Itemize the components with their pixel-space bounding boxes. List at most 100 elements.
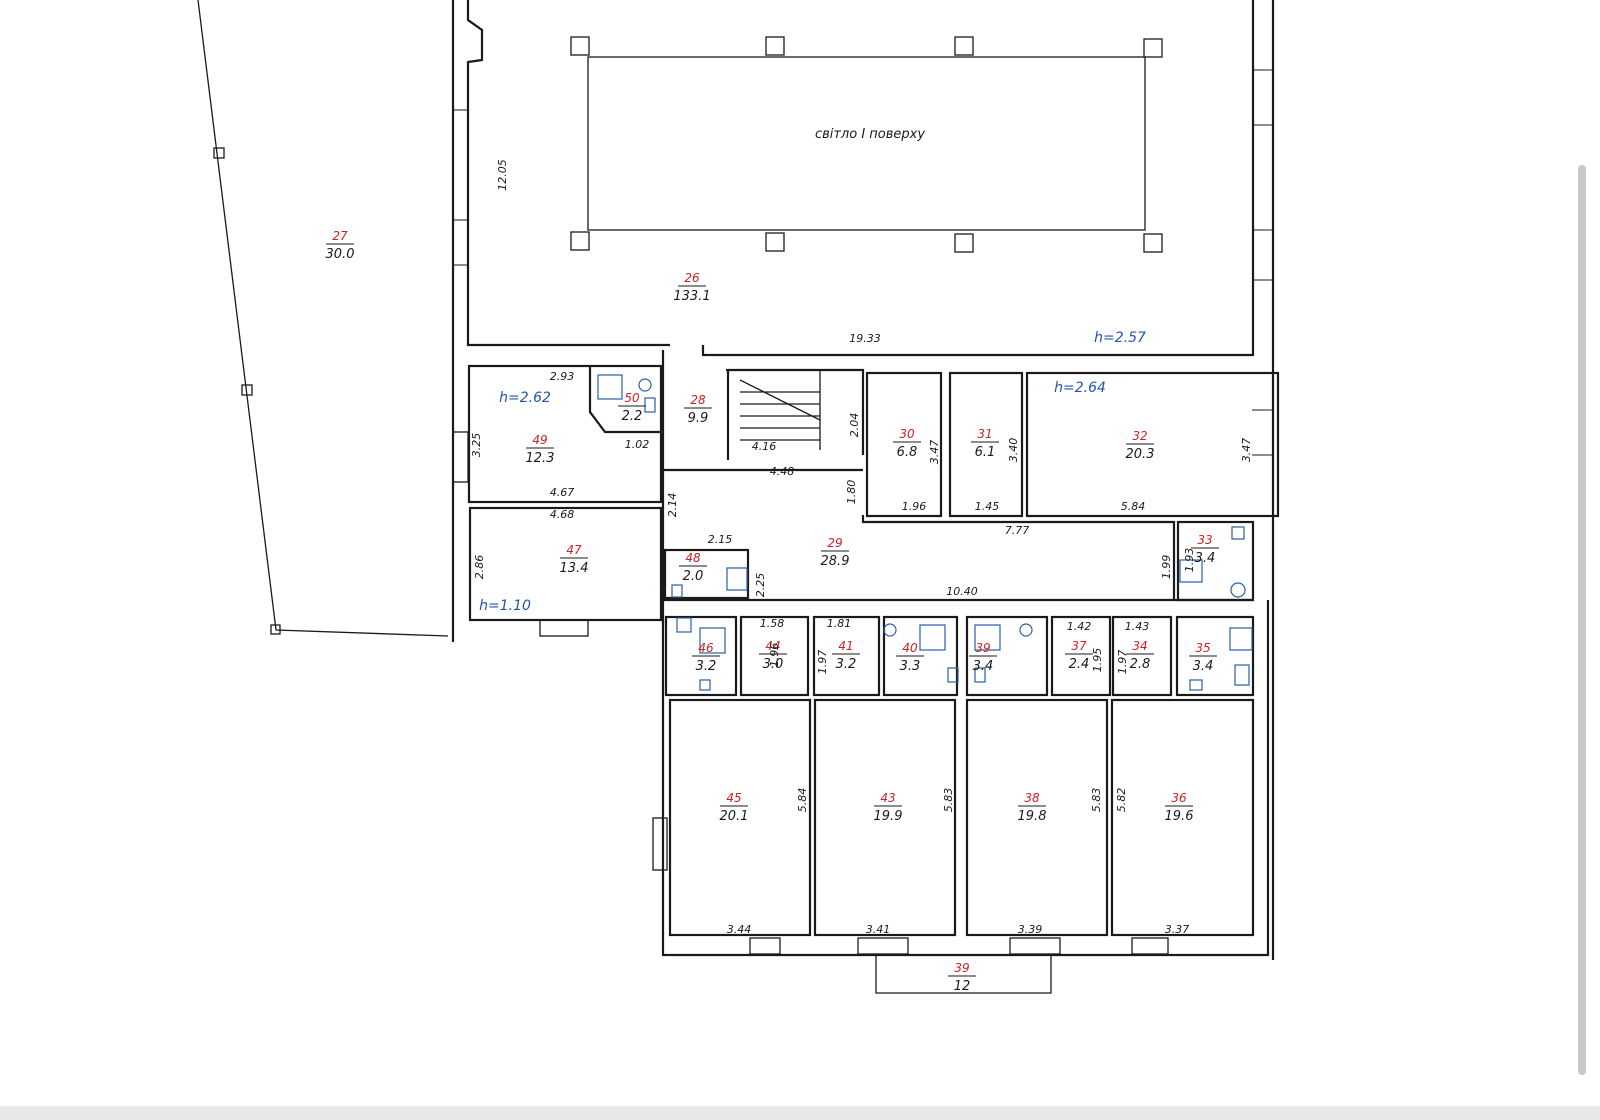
bathroom-50-walls [588, 366, 661, 434]
dimension-label: 4.67 [550, 486, 575, 499]
room-number-50: 50 [624, 391, 640, 405]
room-number-38: 38 [1024, 791, 1040, 805]
hall-walls [451, 0, 1275, 960]
dimension-label: 3.25 [470, 433, 483, 458]
room-area-29: 28.9 [821, 554, 850, 569]
staircase [739, 370, 821, 450]
dimension-label: 1.58 [760, 617, 785, 630]
dimension-label: 2.04 [848, 413, 861, 438]
room-labels: 2730.026133.1289.9306.8316.13220.34912.3… [326, 229, 1219, 994]
dimension-label: 1.02 [625, 438, 650, 451]
room-number-28: 28 [690, 393, 706, 407]
dimension-label: 1.45 [975, 500, 1000, 513]
dimension-label: 3.37 [1165, 923, 1190, 936]
room-area-46: 3.2 [696, 659, 717, 674]
windows [452, 431, 1169, 955]
room-area-41: 3.2 [836, 657, 857, 672]
room-area-49: 12.3 [526, 451, 555, 466]
room-area-34: 2.8 [1130, 657, 1151, 672]
dimension-label: 3.41 [866, 923, 891, 936]
dimension-label: 3.39 [1018, 923, 1043, 936]
room-number-29: 29 [827, 536, 842, 550]
room-area-35: 3.4 [1193, 659, 1214, 674]
dimension-label: 5.83 [1090, 788, 1103, 813]
dimension-label: 1.80 [845, 480, 858, 505]
dimension-label: 3.47 [928, 440, 941, 465]
skylight-label: світло І поверху [815, 127, 925, 142]
dimension-label: 2.25 [754, 573, 767, 598]
height-label: h=2.57 [1094, 330, 1146, 346]
lower-band-walls [661, 600, 1270, 994]
room-number-47: 47 [566, 543, 582, 557]
room-number-35: 35 [1195, 641, 1210, 655]
room-number-26: 26 [684, 271, 700, 285]
room-number-34: 34 [1132, 639, 1147, 653]
room-area-36: 19.6 [1165, 809, 1194, 824]
dimension-label: 1.43 [1125, 620, 1150, 633]
room-number-36: 36 [1171, 791, 1187, 805]
room-area-40: 3.3 [900, 659, 921, 674]
room-number-49: 49 [532, 433, 547, 447]
room-area-45: 20.1 [720, 809, 749, 824]
dimension-label: 12.05 [496, 159, 509, 191]
room-area-48: 2.0 [683, 569, 704, 584]
dimension-label: 5.83 [942, 788, 955, 813]
dimension-label: 19.33 [849, 332, 881, 345]
outer-boundary [197, 0, 449, 637]
dimension-label: 1.95 [1091, 648, 1104, 673]
dimension-label: 1.99 [1160, 555, 1173, 580]
room-area-33: 3.4 [1195, 551, 1216, 566]
dimension-label: 5.82 [1115, 788, 1128, 813]
room-number-39: 39 [975, 641, 990, 655]
middle-rooms-walls [467, 350, 1280, 625]
skylight [570, 36, 1163, 253]
room-number-45: 45 [726, 791, 741, 805]
room-area-31: 6.1 [975, 445, 996, 460]
room-area-47: 13.4 [560, 561, 589, 576]
room-area-26: 133.1 [673, 289, 710, 304]
room-number-31: 31 [977, 427, 992, 441]
dimension-label: 4.68 [550, 508, 575, 521]
room-number-48: 48 [685, 551, 701, 565]
dimension-label: 5.84 [1121, 500, 1146, 513]
dimension-label: 1.97 [816, 650, 829, 675]
dimension-label: 2.14 [666, 493, 679, 518]
dimension-label: 4.16 [752, 440, 777, 453]
sanitary-fixtures [671, 526, 1253, 691]
room-number-43: 43 [880, 791, 895, 805]
room-number-44: 44 [765, 639, 780, 653]
dimension-label: 1.93 [1183, 548, 1196, 573]
height-label: h=2.62 [499, 390, 551, 406]
room-area-30: 6.8 [897, 445, 918, 460]
room-area-38: 19.8 [1018, 809, 1047, 824]
dimension-label: 1.81 [827, 617, 852, 630]
room-number-39: 39 [954, 961, 969, 975]
room-number-27: 27 [332, 229, 348, 243]
dimension-label: 3.40 [1007, 438, 1020, 463]
dimension-label: 2.15 [708, 533, 733, 546]
vertical-scrollbar[interactable] [1578, 165, 1586, 1075]
room-area-50: 2.2 [622, 409, 643, 424]
dimension-label: 1.97 [1116, 650, 1129, 675]
room-number-41: 41 [838, 639, 853, 653]
room-number-40: 40 [902, 641, 918, 655]
room-number-33: 33 [1197, 533, 1212, 547]
dimension-label: 5.84 [796, 788, 809, 813]
dimension-label: 4.48 [770, 465, 795, 478]
bottom-bar [0, 1106, 1600, 1120]
dimension-label: 10.40 [946, 585, 978, 598]
room-area-27: 30.0 [326, 247, 355, 262]
height-labels: h=2.57 h=2.62 h=2.64 h=1.10 [479, 330, 1146, 614]
room-number-30: 30 [899, 427, 915, 441]
room-area-28: 9.9 [688, 411, 709, 426]
room-area-43: 19.9 [874, 809, 903, 824]
height-label: h=1.10 [479, 598, 531, 614]
room-area-44: 3.0 [763, 657, 784, 672]
dimension-label: 1.96 [902, 500, 927, 513]
height-label: h=2.64 [1054, 380, 1106, 396]
room-area-39: 3.4 [973, 659, 994, 674]
room-number-37: 37 [1071, 639, 1087, 653]
room-area-39: 12 [954, 979, 971, 994]
